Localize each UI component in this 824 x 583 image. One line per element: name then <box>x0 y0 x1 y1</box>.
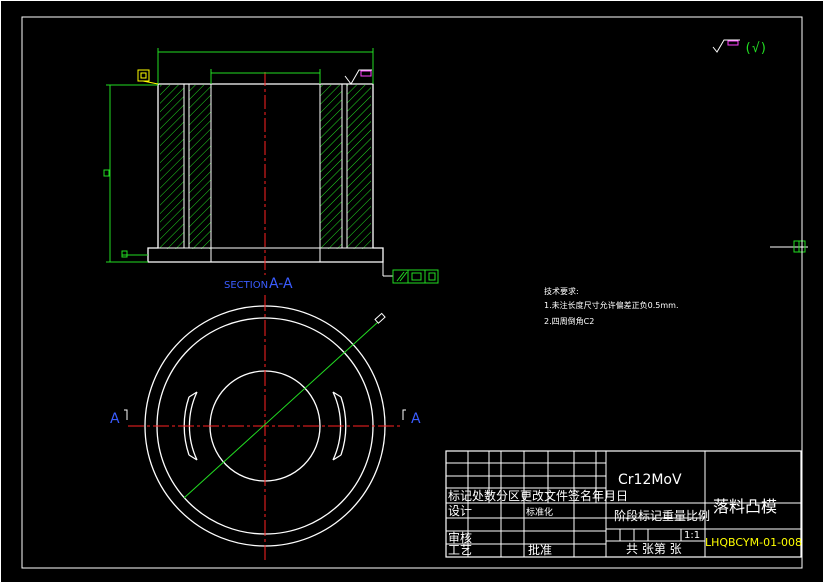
section-title-prefix: SECTION <box>224 280 268 291</box>
roughness-symbol-text: (√) <box>744 41 767 56</box>
datum-symbol <box>137 69 159 85</box>
process-label: 工艺 <box>448 543 472 557</box>
diameter-tag <box>374 312 386 324</box>
stage-labels-text: 阶段标记重量比例 <box>614 508 710 523</box>
roughness-general: (√) <box>712 39 767 56</box>
section-arrow-left-label: A <box>110 411 120 427</box>
hatch-right-outer <box>347 85 371 249</box>
sheet-info-text: 共 张第 张 <box>626 542 682 556</box>
tech-req-line-1: 1.未注长度尺寸允许偏差正负0.5mm. <box>544 300 678 310</box>
material-text: Cr12MoV <box>618 472 682 488</box>
drawing-frame <box>21 16 803 569</box>
hatch-left-outer <box>160 85 184 249</box>
diameter-leader <box>183 321 379 499</box>
section-arrow-right-label: A <box>411 411 421 427</box>
drawing-number-text: LHQBCYM-01-008 <box>705 536 802 549</box>
review-label: 审核 <box>448 530 472 545</box>
parallelism-frame <box>382 262 439 284</box>
title-block-text: Cr12MoV 落料凸模 LHQBCYM-01-008 1:1 标记处数分区更改… <box>448 472 802 557</box>
row-headers-text: 标记处数分区更改文件签名年月日 <box>448 488 628 503</box>
centering-mark <box>770 220 808 275</box>
approve-label: 批准 <box>528 542 552 557</box>
scale-text: 1:1 <box>684 530 700 541</box>
section-arrow-right <box>402 409 406 420</box>
tech-req-heading: 技术要求: <box>544 286 579 296</box>
roughness-mark-top <box>344 69 372 85</box>
section-title-suffix: A-A <box>269 276 293 292</box>
design-label: 设计 <box>448 504 472 518</box>
section-view: SECTION A-A <box>103 48 439 292</box>
tech-requirements: 技术要求: 1.未注长度尺寸允许偏差正负0.5mm. 2.四周倒角C2 <box>544 286 678 326</box>
section-arrow-left <box>124 409 128 420</box>
hatch-right-inner <box>320 85 342 249</box>
title-block <box>445 450 802 558</box>
hatch-left-inner <box>189 85 211 249</box>
plan-view: A A <box>110 295 421 560</box>
standardize-label: 标准化 <box>526 506 553 518</box>
dimensions <box>103 48 374 263</box>
part-name-text: 落料凸模 <box>713 497 777 516</box>
tech-req-line-2: 2.四周倒角C2 <box>544 316 594 326</box>
